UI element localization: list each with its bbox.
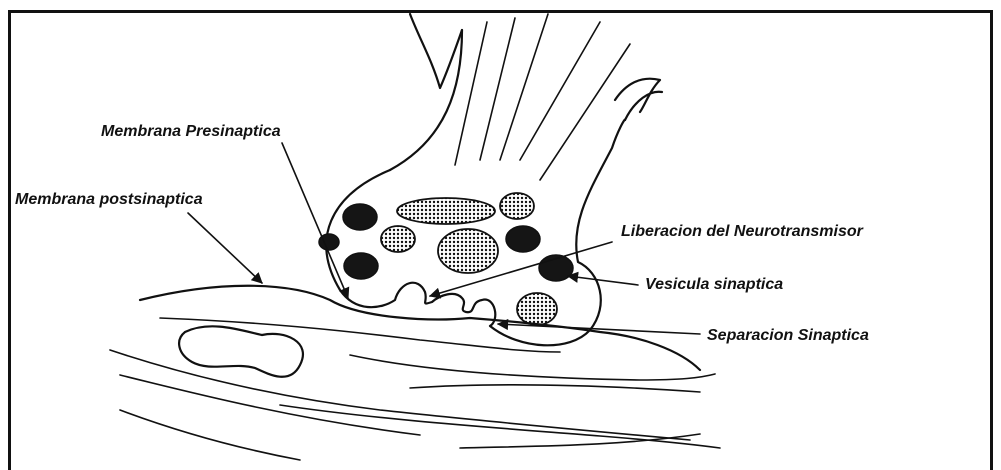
axon-fibers (390, 14, 662, 180)
arrow-postsynaptic (188, 213, 262, 283)
label-synaptic-vesicle: Vesicula sinaptica (645, 276, 783, 293)
postsynaptic-tissue (110, 286, 720, 460)
label-synaptic-cleft: Separacion Sinaptica (707, 327, 869, 344)
arrow-presynaptic (282, 143, 348, 298)
arrow-vesicle (568, 276, 638, 285)
label-postsynaptic-membrane: Membrana postsinaptica (15, 191, 203, 208)
label-presynaptic-membrane: Membrana Presinaptica (101, 123, 281, 140)
label-neurotransmitter-release: Liberacion del Neurotransmisor (621, 223, 864, 240)
